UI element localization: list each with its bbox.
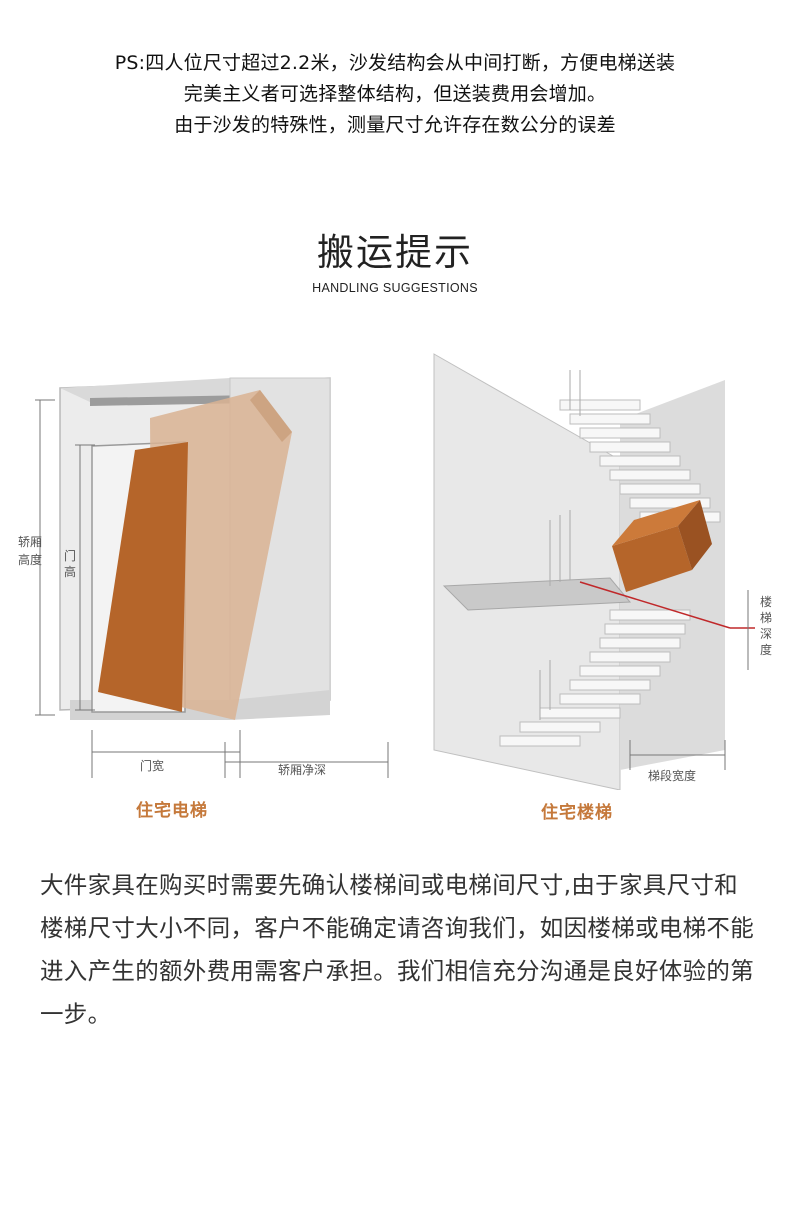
note-line-3: 由于沙发的特殊性，测量尺寸允许存在数公分的误差 (174, 114, 616, 136)
label-stair-depth-3: 深 (760, 627, 772, 641)
label-stair-depth-4: 度 (760, 642, 772, 657)
body-paragraph: 大件家具在购买时需要先确认楼梯间或电梯间尺寸,由于家具尺寸和楼梯尺寸大小不同，客… (40, 871, 754, 1028)
stairs-caption: 住宅楼梯 (541, 803, 613, 823)
label-car-depth: 轿厢净深 (278, 762, 326, 777)
notes-block: PS:四人位尺寸超过2.2米，沙发结构会从中间打断，方便电梯送装 完美主义者可选… (0, 48, 790, 141)
elevator-illustration: 轿厢 高度 门 高 门宽 轿厢净深 (10, 370, 400, 790)
label-stair-depth-1: 楼 (760, 594, 772, 609)
elevator-caption: 住宅电梯 (136, 801, 208, 821)
label-car-height-1: 轿厢 (18, 534, 42, 549)
note-line-2: 完美主义者可选择整体结构，但送装费用会增加。 (183, 83, 607, 105)
section-title: 搬运提示 (317, 231, 473, 274)
label-door-height-1: 门 (64, 548, 76, 563)
label-stair-depth-2: 梯 (760, 611, 772, 625)
label-flight-width: 梯段宽度 (648, 768, 696, 783)
label-car-height-2: 高度 (18, 552, 42, 567)
section-subtitle: HANDLING SUGGESTIONS (312, 281, 478, 295)
staircase-illustration: 楼 梯 深 度 梯段宽度 (430, 350, 785, 790)
label-door-width: 门宽 (140, 758, 164, 773)
label-door-height-2: 高 (64, 564, 76, 579)
note-line-1: PS:四人位尺寸超过2.2米，沙发结构会从中间打断，方便电梯送装 (114, 52, 676, 74)
